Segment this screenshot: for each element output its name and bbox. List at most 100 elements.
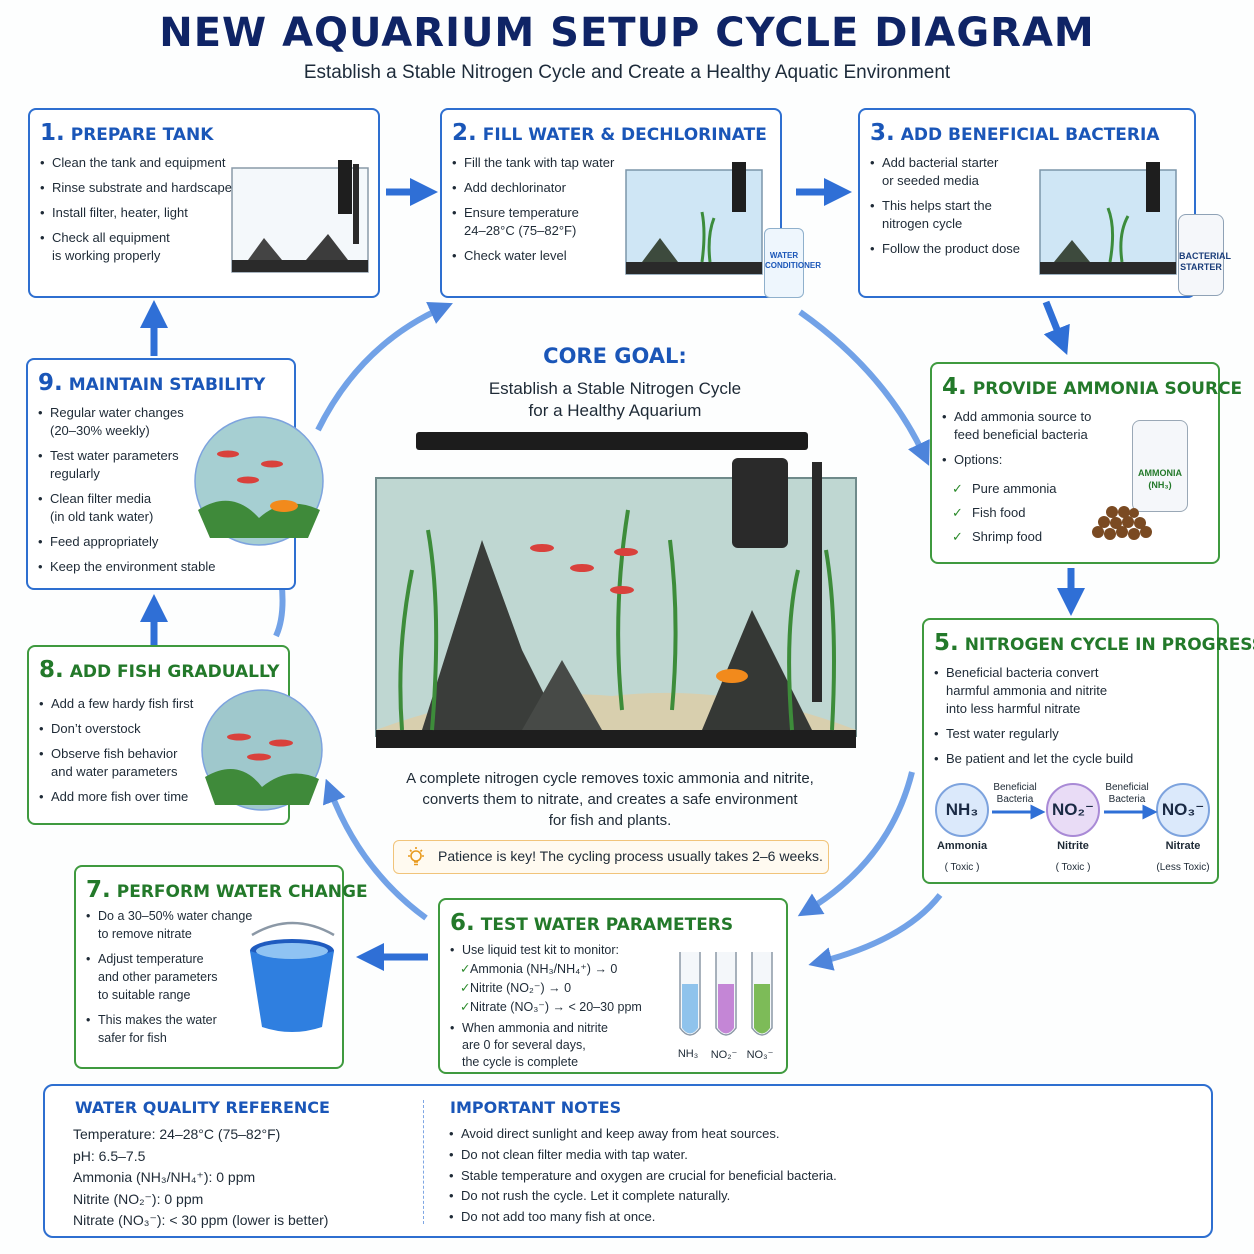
list-item: Install filter, heater, light — [40, 204, 240, 222]
empty-tank-illustration — [231, 160, 369, 273]
step-2-title: 2.FILL WATER & DECHLORINATE — [452, 120, 767, 146]
bacteria-label-2: Beneficial Bacteria — [1105, 782, 1149, 805]
check-item: Nitrate (NO₃⁻) → < 20–30 ppm — [450, 999, 680, 1016]
lightbulb-icon — [408, 847, 424, 866]
reference-row: Temperature: 24–28°C (75–82°F) — [73, 1126, 281, 1142]
step-2-list: Fill the tank with tap waterAdd dechlori… — [452, 154, 632, 272]
ammonia-bottle: AMMONIA (NH₃) — [1132, 420, 1188, 512]
step-4-card: 4.PROVIDE AMMONIA SOURCE Add ammonia sou… — [930, 362, 1242, 564]
list-item: Clean filter media (in old tank water) — [38, 490, 238, 526]
step-7-title: 7.PERFORM WATER CHANGE — [86, 877, 368, 903]
page-title: NEW AQUARIUM SETUP CYCLE DIAGRAM — [159, 10, 1095, 56]
step-9-title: 9.MAINTAIN STABILITY — [38, 370, 266, 396]
list-item: Add bacterial starter or seeded media — [870, 154, 1040, 190]
list-item: This helps start the nitrogen cycle — [870, 197, 1040, 233]
step-1-card: 1.PREPARE TANK Clean the tank and equipm… — [28, 108, 380, 298]
fish-food-pellets — [1092, 506, 1152, 540]
reference-divider — [423, 1100, 424, 1224]
test-tube — [679, 952, 701, 1036]
bucket-icon — [250, 921, 335, 1032]
reference-panel: WATER QUALITY REFERENCE Temperature: 24–… — [43, 1084, 1213, 1238]
list-item: Don’t overstock — [39, 720, 209, 738]
list-item: Clean the tank and equipment — [40, 154, 240, 172]
option-item: Fish food — [942, 504, 1112, 522]
step-9-card: 9.MAINTAIN STABILITY Regular water chang… — [26, 358, 324, 590]
step-8-title: 8.ADD FISH GRADUALLY — [39, 657, 280, 683]
patience-text: Patience is key! The cycling process usu… — [438, 848, 823, 864]
step-2-card: 2.FILL WATER & DECHLORINATE Fill the tan… — [440, 108, 821, 298]
list-item: Beneficial bacteria convert harmful ammo… — [934, 664, 1209, 718]
nitrogen-chain — [935, 783, 1210, 837]
list-item: This makes the water safer for fish — [86, 1011, 256, 1047]
core-goal-title: CORE GOAL: — [543, 344, 687, 368]
note-item: Stable temperature and oxygen are crucia… — [449, 1166, 837, 1187]
check-item: Nitrite (NO₂⁻) → 0 — [450, 980, 680, 997]
node-nitrate-tox: (Less Toxic) — [1156, 862, 1210, 873]
test-tubes — [679, 952, 773, 1036]
node-ammonia-formula: NH₃ — [945, 800, 979, 819]
list-item: Test water parameters regularly — [38, 447, 238, 483]
step-6-list: Use liquid test kit to monitor: Ammonia … — [450, 942, 680, 1073]
list-item: Observe fish behavior and water paramete… — [39, 745, 209, 781]
step-3-card: 3.ADD BENEFICIAL BACTERIA Add bacterial … — [858, 108, 1231, 298]
test-tube — [715, 952, 737, 1036]
step-7-list: Do a 30–50% water change to remove nitra… — [86, 907, 256, 1054]
core-goal-text: Establish a Stable Nitrogen Cycle for a … — [488, 379, 742, 420]
step-3-list: Add bacterial starter or seeded mediaThi… — [870, 154, 1040, 265]
cycle-description: A complete nitrogen cycle removes toxic … — [406, 770, 814, 829]
step-4-item: Options: — [942, 451, 1112, 469]
arc-9-to-2 — [315, 302, 453, 432]
note-item: Do not add too many fish at once. — [449, 1207, 837, 1228]
node-nitrite-name: Nitrite — [1057, 840, 1089, 852]
list-item: Regular water changes (20–30% weekly) — [38, 404, 238, 440]
check-item: Ammonia (NH₃/NH₄⁺) → 0 — [450, 961, 680, 978]
tube-label: NO₃⁻ — [746, 1049, 774, 1061]
list-item: Add more fish over time — [39, 788, 209, 806]
page-subtitle: Establish a Stable Nitrogen Cycle and Cr… — [303, 62, 951, 83]
list-item: Rinse substrate and hardscape — [40, 179, 240, 197]
list-item: Do a 30–50% water change to remove nitra… — [86, 907, 256, 943]
arc-5b-to-6 — [808, 893, 943, 971]
step-5-title: 5.NITROGEN CYCLE IN PROGRESS — [934, 630, 1254, 656]
note-item: Do not rush the cycle. Let it complete n… — [449, 1186, 837, 1207]
note-item: Avoid direct sunlight and keep away from… — [449, 1124, 837, 1145]
patience-tip: Patience is key! The cycling process usu… — [393, 840, 829, 874]
list-item: Add dechlorinator — [452, 179, 632, 197]
node-nitrite-tox: ( Toxic ) — [1055, 862, 1091, 873]
test-tube — [751, 952, 773, 1036]
step-4-options: Pure ammonia Fish food Shrimp food — [942, 480, 1112, 552]
step-4-item: Add ammonia source to feed beneficial ba… — [942, 408, 1112, 444]
node-nitrate-formula: NO₃⁻ — [1161, 800, 1205, 819]
step-5-list: Beneficial bacteria convert harmful ammo… — [934, 664, 1209, 775]
reference-row: Ammonia (NH₃/NH₄⁺): 0 ppm — [73, 1169, 256, 1185]
step-1-title: 1.PREPARE TANK — [40, 120, 214, 146]
list-item: Adjust temperature and other parameters … — [86, 950, 256, 1004]
node-nitrite-formula: NO₂⁻ — [1051, 800, 1095, 819]
tube-label: NH₃ — [677, 1048, 699, 1060]
reference-rows: Temperature: 24–28°C (75–82°F) pH: 6.5–7… — [73, 1124, 328, 1232]
notes-list: Avoid direct sunlight and keep away from… — [449, 1124, 837, 1228]
notes-title: IMPORTANT NOTES — [450, 1098, 622, 1117]
step-6-title: 6.TEST WATER PARAMETERS — [450, 910, 734, 936]
bacteria-label-1: Beneficial Bacteria — [993, 782, 1037, 805]
list-item: Follow the product dose — [870, 240, 1040, 258]
note-item: Do not clean filter media with tap water… — [449, 1145, 837, 1166]
list-item: Fill the tank with tap water — [452, 154, 632, 172]
step-7-card: 7.PERFORM WATER CHANGE Do a 30–50% water… — [74, 865, 368, 1069]
list-item: Test water regularly — [934, 725, 1209, 743]
option-item: Pure ammonia — [942, 480, 1112, 498]
main-aquarium-illustration — [375, 432, 857, 748]
arc-5-to-6 — [797, 771, 915, 917]
arc-7-to-8 — [322, 778, 428, 921]
reference-title: WATER QUALITY REFERENCE — [75, 1098, 330, 1117]
step-4-title: 4.PROVIDE AMMONIA SOURCE — [942, 374, 1243, 400]
bacteria-tank-illustration — [1039, 162, 1177, 275]
arrow-3-to-4 — [1042, 300, 1070, 355]
fish-tank-circle-illustration — [201, 689, 323, 811]
step-6-intro: Use liquid test kit to monitor: — [450, 942, 680, 959]
list-item: Feed appropriately — [38, 533, 238, 551]
node-ammonia-name: Ammonia — [936, 840, 988, 852]
bacterial-starter-bottle: BACTERIAL STARTER — [1178, 214, 1231, 296]
list-item: Be patient and let the cycle build — [934, 750, 1209, 768]
reference-row: pH: 6.5–7.5 — [73, 1147, 146, 1164]
